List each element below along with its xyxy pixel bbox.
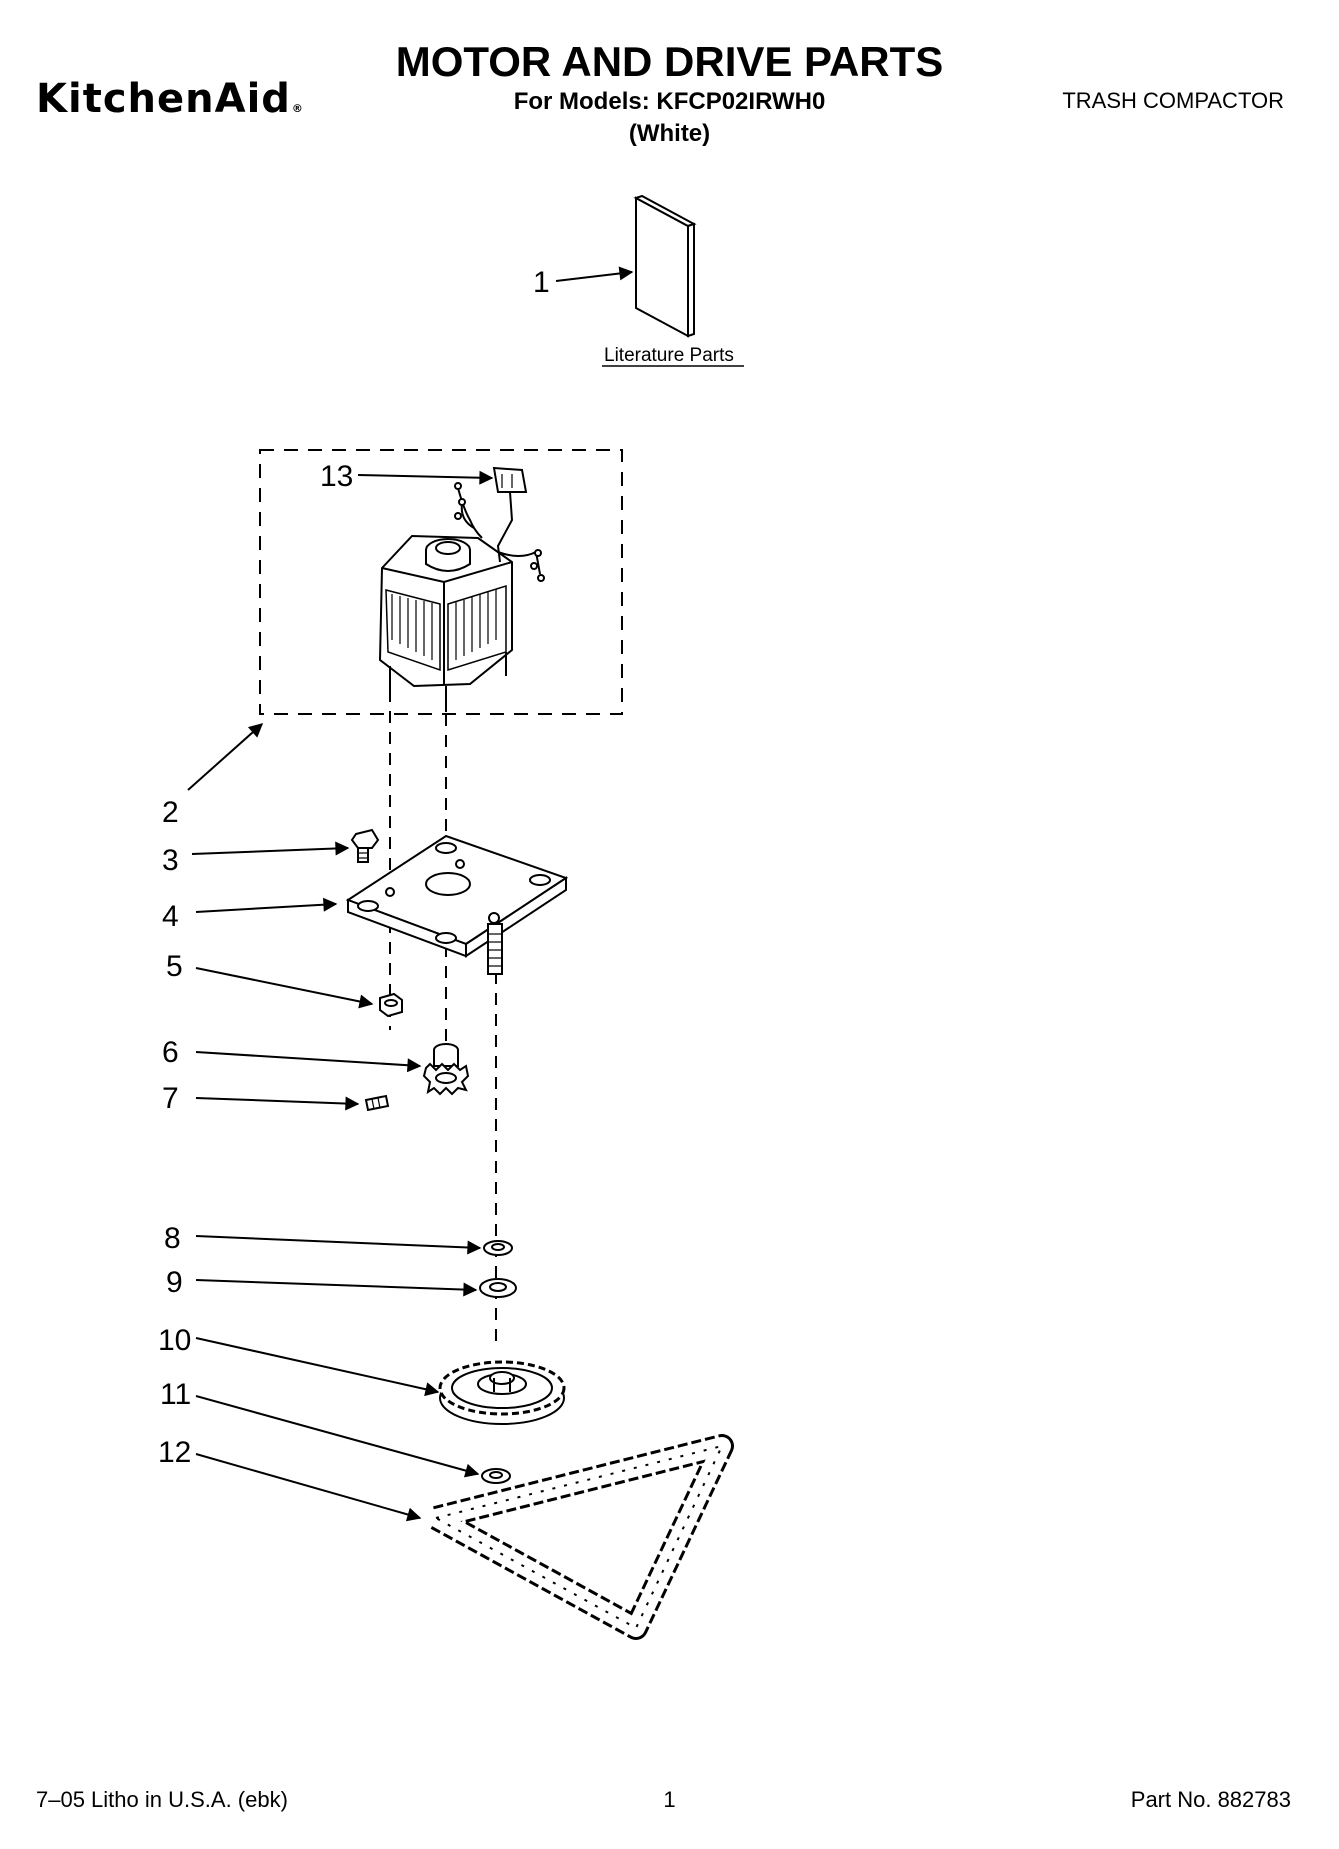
callout-11: 11 — [160, 1378, 191, 1411]
leader-1 — [555, 266, 634, 282]
leader-2 — [187, 723, 264, 791]
leader-11 — [195, 1395, 480, 1478]
literature-parts-label: Literature Parts — [604, 345, 734, 366]
motor-assembly-box — [259, 449, 623, 715]
leader-4 — [195, 897, 338, 913]
model-color: (White) — [628, 120, 711, 147]
leader-13 — [357, 470, 494, 485]
literature-booklet — [633, 194, 697, 338]
leader-6 — [195, 1051, 422, 1073]
callout-2: 2 — [162, 796, 179, 829]
callout-3: 3 — [162, 844, 179, 877]
callout-6: 6 — [162, 1036, 179, 1069]
leader-12 — [195, 1453, 422, 1522]
pinion-gear — [422, 1043, 470, 1096]
litho-note: 7–05 Litho in U.S.A. (ebk) — [36, 1787, 288, 1812]
callout-5: 5 — [166, 950, 183, 983]
nut-part — [379, 992, 403, 1018]
washer-small — [483, 1240, 513, 1256]
brand-name: KitchenAid — [36, 76, 291, 122]
brand-registered-mark: ® — [291, 102, 304, 115]
callout-4: 4 — [162, 900, 179, 933]
leader-8 — [195, 1235, 482, 1255]
mounting-plate — [345, 834, 569, 975]
motor-illustration — [378, 466, 545, 712]
product-category: TRASH COMPACTOR — [1062, 88, 1284, 113]
screw-part — [350, 828, 380, 863]
callout-13: 13 — [320, 460, 353, 493]
leader-3 — [191, 841, 350, 856]
callout-10: 10 — [158, 1324, 191, 1357]
callout-8: 8 — [164, 1222, 181, 1255]
callout-7: 7 — [162, 1082, 179, 1115]
leader-10 — [195, 1337, 440, 1397]
alignment-lines — [389, 690, 497, 1346]
model-number: For Models: KFCP02IRWH0 — [513, 88, 826, 115]
callout-9: 9 — [166, 1266, 183, 1299]
leader-7 — [195, 1096, 360, 1111]
leader-9 — [195, 1279, 478, 1297]
kitchenaid-logo: KitchenAid® — [36, 76, 304, 122]
leader-5 — [195, 967, 374, 1009]
page-number: 1 — [663, 1787, 676, 1812]
drive-sprocket — [438, 1360, 566, 1425]
drive-chain — [424, 1434, 734, 1640]
washer-large — [479, 1278, 517, 1298]
callout-1: 1 — [533, 266, 550, 299]
callout-12: 12 — [158, 1436, 191, 1469]
page-title: MOTOR AND DRIVE PARTS — [395, 38, 944, 85]
set-screw — [364, 1094, 390, 1112]
washer-bottom — [481, 1468, 511, 1484]
part-number: Part No. 882783 — [1130, 1787, 1291, 1812]
